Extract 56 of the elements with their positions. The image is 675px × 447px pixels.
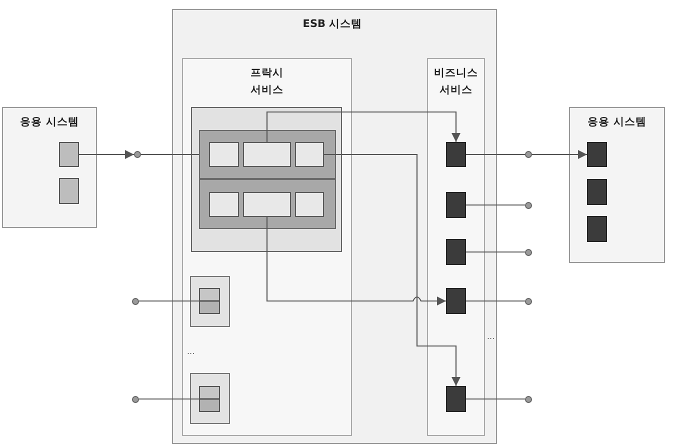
connector-line (139, 300, 199, 302)
panel-title: ESB 시스템 (302, 17, 362, 32)
endpoint-circle (525, 248, 532, 256)
endpoint-circle (525, 396, 532, 402)
system-panel (172, 9, 497, 444)
connector-line (139, 398, 199, 400)
endpoint-circle (525, 202, 532, 208)
arrow (266, 217, 446, 306)
system-panel (2, 107, 97, 228)
service-box (446, 192, 466, 218)
component-box (295, 142, 324, 167)
connector-line (141, 154, 199, 156)
service-box (446, 239, 466, 265)
service-box (587, 179, 607, 205)
service-box (446, 386, 466, 412)
component-box (243, 192, 291, 217)
component-box (209, 192, 239, 217)
ellipsis-label: ... (187, 347, 195, 356)
component-box (243, 142, 291, 167)
split-component-box (199, 288, 220, 314)
panel-title: 프락시 서비스 (250, 66, 284, 98)
arrow (79, 150, 134, 159)
arrow (266, 111, 460, 142)
service-box (446, 142, 466, 167)
proxy-row (199, 130, 336, 179)
component-box (59, 142, 79, 167)
service-panel (182, 58, 352, 436)
endpoint-circle (132, 298, 139, 304)
panel-title: 응용 시스템 (588, 115, 646, 130)
panel-title: 응용 시스템 (20, 115, 79, 130)
endpoint-circle (525, 298, 532, 304)
proxy-frame (190, 373, 230, 424)
connector-line (466, 398, 525, 400)
component-box (59, 178, 79, 204)
arrow (532, 150, 587, 159)
connector-line (466, 300, 525, 302)
service-box (587, 216, 607, 242)
proxy-container (191, 107, 342, 252)
panel-title: 비즈니스 서비스 (434, 66, 478, 98)
endpoint-circle (134, 151, 141, 158)
connector-line (466, 154, 525, 156)
service-box (587, 142, 607, 167)
service-box (446, 288, 466, 314)
component-box (295, 192, 324, 217)
connector-line (466, 204, 525, 206)
endpoint-circle (132, 396, 139, 402)
endpoint-circle (525, 151, 532, 158)
arrow (324, 154, 460, 386)
service-panel (427, 58, 485, 436)
connector-line (466, 251, 525, 253)
proxy-row (199, 179, 336, 229)
component-box (209, 142, 239, 167)
proxy-frame (190, 276, 230, 327)
system-panel (569, 107, 665, 263)
ellipsis-label: ... (487, 332, 495, 341)
split-component-box (199, 386, 220, 412)
